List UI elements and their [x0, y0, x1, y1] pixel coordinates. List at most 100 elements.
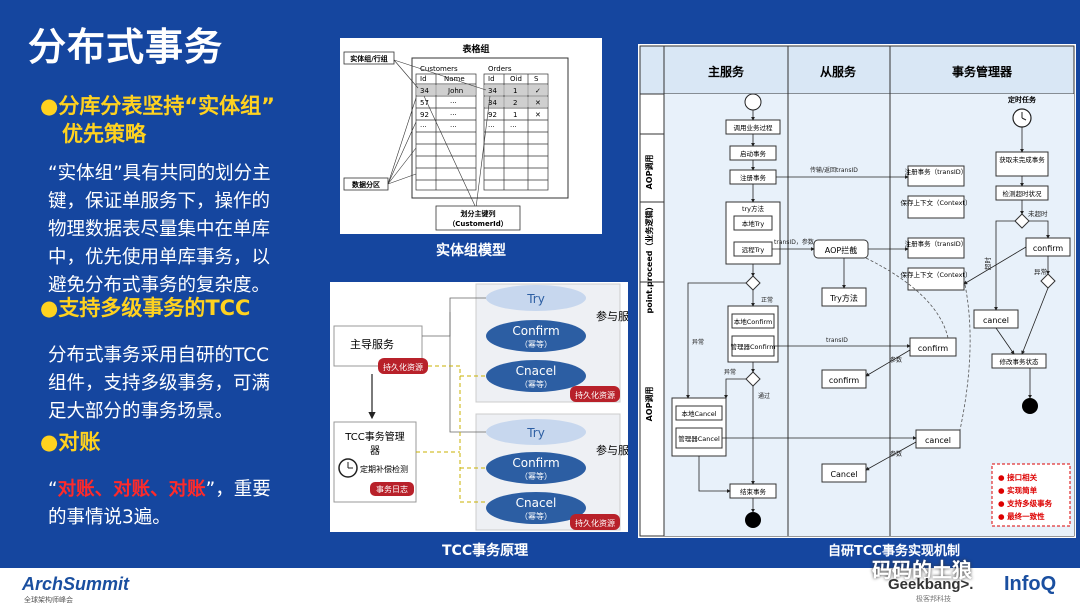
node-label: AOP拦截: [825, 245, 857, 255]
entity-label-box: [343, 51, 395, 65]
entity-diagram-caption: 实体组模型: [436, 243, 506, 259]
node-label: 调用业务过程: [734, 123, 774, 132]
node-box: [675, 405, 723, 421]
geekbang-subtitle: 极客邦科技: [916, 596, 951, 603]
node-label: 本地Try: [742, 219, 765, 228]
main-lane-nodes: 调用业务过程 启动事务 注册事务 try方法 本地Try 远程Try 本地Con…: [671, 119, 781, 499]
node-label: 注册事务: [740, 173, 767, 182]
flow-diagram: 主服务 从服务 事务管理器 AOP调用 point.proceed（业务逻辑） …: [638, 44, 1076, 538]
cell: 57: [420, 99, 429, 107]
cell: 34: [488, 87, 497, 95]
geekbang-logo: Geekbang>.: [888, 576, 974, 593]
cell: ✕: [535, 111, 541, 119]
page-title: 分布式事务: [28, 25, 224, 69]
highlight-row: [484, 85, 548, 95]
pointer-lines: [387, 59, 491, 209]
persist-b-label: 持久化资源: [575, 518, 615, 528]
tcc-diagram: 主导服务 持久化资源 TCC事务管理 器 定期补偿检测 事务日志 Try Con…: [330, 282, 648, 532]
legend-item: ● 支持多级事务: [998, 498, 1053, 508]
legend-item: ● 接口相关: [998, 472, 1038, 482]
entity-group-diagram: 表格组 Customers Id Name Orders Id Oid S 34: [340, 38, 602, 234]
edge-label: 参数: [890, 356, 902, 364]
tcc-svg: 主导服务 持久化资源 TCC事务管理 器 定期补偿检测 事务日志 Try Con…: [333, 283, 648, 531]
node-box: [907, 267, 965, 291]
lane-main: 主服务: [708, 64, 745, 79]
legend-text: 实现简单: [1007, 485, 1037, 495]
cell: ✕: [535, 99, 541, 107]
entity-group-description: “实体组”具有共同的划分主 键，保证单服务下，操作的 物理数据表尽量集中在单库 …: [48, 160, 271, 300]
node-label: 本地Cancel: [681, 409, 716, 418]
node-label: 获取未完成事务: [999, 155, 1045, 164]
node-label: 结束事务: [740, 487, 767, 496]
confirm-a: [486, 320, 586, 352]
edge-label: 超时: [983, 257, 992, 271]
tx-manager-label: TCC事务管理: [344, 430, 405, 443]
side-label-proceed: point.proceed（业务逻辑）: [644, 202, 654, 313]
edge-label: 异常: [724, 368, 736, 376]
cancel-b-label: Cnacel: [516, 496, 557, 510]
orders-name: Orders: [488, 65, 512, 73]
persist-label: 持久化资源: [383, 362, 423, 372]
lane-slave: 从服务: [820, 64, 857, 79]
node-label: 检测超时状况: [1003, 189, 1043, 198]
node-label: confirm: [1033, 244, 1064, 253]
highlight-row: [484, 97, 548, 107]
node-label: 注册事务（transID）: [905, 167, 968, 176]
node-label: 修改事务状态: [1000, 357, 1040, 366]
text-quote: “: [48, 479, 58, 500]
try-b: [486, 419, 586, 445]
partition-key-name: （CustomerId）: [448, 220, 508, 228]
timer-hand: [1021, 117, 1027, 121]
edge-label: 异常: [1034, 267, 1047, 276]
cell: 92: [420, 111, 429, 119]
cell: ···: [420, 123, 427, 131]
tcc-dashed-connectors: [416, 365, 486, 503]
cell: 2: [513, 99, 517, 107]
orders-header-s: S: [534, 75, 539, 83]
legend-box: [991, 463, 1071, 527]
text-line: 足大部分的事务场景。: [48, 401, 234, 422]
orders-header-oid: Oid: [510, 75, 522, 83]
side-labels: AOP调用 point.proceed（业务逻辑） AOP调用: [644, 155, 654, 422]
cell: ···: [450, 123, 457, 131]
try-a: [486, 285, 586, 311]
cancel-a-idempotent: （幂等）: [520, 379, 552, 389]
edge-label: 未超时: [1028, 209, 1048, 218]
edge-label: 异常: [692, 338, 704, 346]
cross-lane-arrows: [722, 175, 917, 471]
cross-edge-labels: 传输/返回transID transID，参数 transID 参数 参数: [774, 166, 902, 458]
flow-svg: 主服务 从服务 事务管理器 AOP调用 point.proceed（业务逻辑） …: [639, 45, 1075, 537]
lead-service-label: 主导服务: [350, 338, 394, 351]
node-box: [821, 463, 867, 483]
orders-rows: 34 1 ✓ 34 2 ✕ 92 1 ✕ ··· ···: [488, 87, 541, 131]
cell: John: [447, 87, 463, 95]
persist-a-label: 持久化资源: [575, 390, 615, 400]
key-label-box: [435, 205, 521, 231]
text-line: 分布式事务采用自研的TCC: [48, 345, 270, 366]
table-group-frame: [411, 57, 569, 199]
legend-items: ● 接口相关 ● 实现简单 ● 支持多级事务 ● 最终一致性: [998, 472, 1053, 521]
entity-group-svg: 表格组 Customers Id Name Orders Id Oid S 34: [343, 43, 569, 231]
timer-arrows: [963, 127, 1050, 399]
customers-name: Customers: [420, 65, 458, 73]
node-box: [991, 353, 1047, 369]
confirm-a-label: Confirm: [512, 324, 559, 338]
cell: 34: [488, 99, 497, 107]
node-label: cancel: [925, 436, 951, 445]
bullet-tcc: ●支持多级事务的TCC: [40, 296, 251, 320]
tx-log-db: [370, 482, 414, 496]
tx-manager-label-2: 器: [370, 445, 380, 457]
timer-edge-labels: 未超时 超时 异常: [983, 209, 1048, 276]
tcc-connectors: [422, 297, 486, 433]
cancel-a: [486, 360, 586, 392]
node-label: confirm: [829, 376, 860, 385]
tx-log-label: 事务日志: [376, 484, 408, 494]
node-label: Cancel: [830, 470, 857, 479]
legend-text: 支持多级事务: [1006, 498, 1052, 508]
lane-manager: 事务管理器: [952, 64, 1013, 79]
participant-b-text: 参与服务B: [596, 443, 628, 457]
node-box: [731, 313, 775, 329]
node-label: 本地Confirm: [734, 317, 773, 326]
try-b-label: Try: [526, 426, 545, 440]
persist-b-db: [570, 514, 620, 530]
